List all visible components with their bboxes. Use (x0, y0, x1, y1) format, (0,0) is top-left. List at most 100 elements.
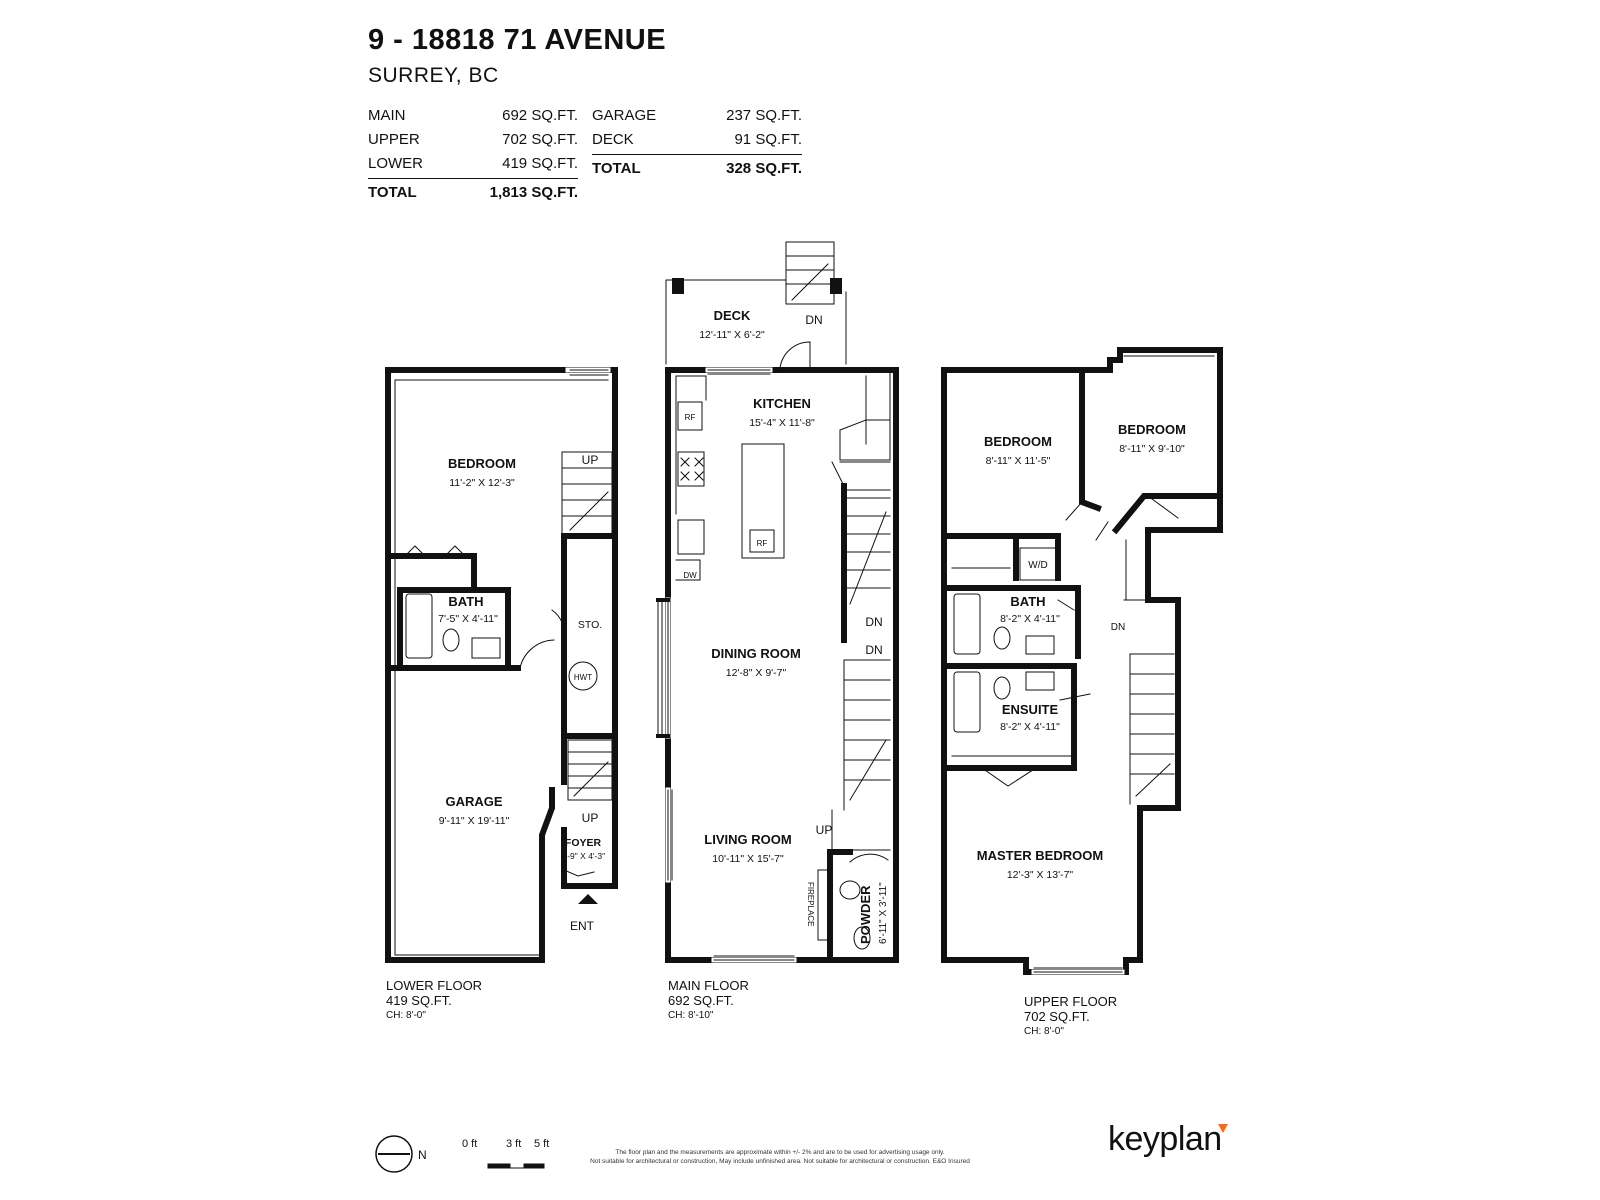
floor-area: 419 SQ.FT. (386, 993, 452, 1008)
area-label: GARAGE (592, 107, 657, 124)
floor-ceiling-height: CH: 8'-0" (1024, 1026, 1064, 1037)
stair-label: DN (865, 615, 882, 629)
area-label: LOWER (368, 155, 424, 172)
upper-hall-lines (1123, 539, 1179, 601)
powder-wall (827, 849, 853, 963)
area-row-main: MAIN 692 SQ.FT. (368, 104, 578, 128)
disclaimer: The floor plan and the measurements are … (560, 1148, 1000, 1166)
washer-dryer (1019, 547, 1057, 581)
lower-garage-wall (539, 787, 555, 963)
room-dimension: 10'-11" X 15'-7" (712, 853, 784, 865)
room-label: BEDROOM (448, 456, 516, 471)
room-label: GARAGE (445, 794, 502, 809)
area-value: 692 SQ.FT. (502, 107, 578, 124)
stair-landing (831, 809, 891, 851)
area-value: 91 SQ.FT. (734, 131, 802, 148)
area-value: 702 SQ.FT. (502, 131, 578, 148)
scale-label-0: 0 ft (462, 1138, 478, 1150)
range-burners (680, 457, 704, 481)
hwt-tank (568, 661, 598, 691)
stair-label: UP (816, 823, 833, 837)
area-value: 237 SQ.FT. (726, 107, 802, 124)
floor-name: MAIN FLOOR (668, 978, 749, 993)
keyplan-logo-mark-icon (1218, 1124, 1228, 1133)
main-window-gaps (705, 367, 797, 963)
room-dimension: 11'-2" X 12'-3" (449, 477, 515, 489)
entry-arrow-icon (578, 894, 598, 904)
room-dimension: 12'-11" X 6'-2" (699, 329, 765, 341)
area-row-total: TOTAL 1,813 SQ.FT. (368, 178, 578, 205)
deck-stair (785, 241, 835, 305)
lower-sto-walls (561, 533, 618, 741)
scale-bar (487, 1163, 545, 1169)
entry-label: ENT (570, 919, 595, 933)
closet-lines (951, 567, 1075, 787)
floor-ceiling-height: CH: 8'-10" (668, 1010, 714, 1021)
main-windows (707, 369, 795, 961)
deck-door-swing (779, 341, 811, 369)
room-dimension: 8'-11" X 11'-5" (986, 455, 1051, 467)
fixture-label: W/D (1028, 560, 1047, 571)
lower-stair-up-1 (561, 451, 613, 535)
compass (375, 1135, 413, 1173)
lower-vanity (471, 637, 501, 659)
area-label: MAIN (368, 107, 406, 124)
fixture-label: DW (683, 571, 697, 580)
lower-floor-plan (385, 367, 618, 963)
room-label: BEDROOM (984, 434, 1052, 449)
deck-post (672, 278, 684, 294)
kitchen-sink (677, 519, 705, 555)
island-fridge (749, 529, 775, 553)
upper-interior-walls (941, 533, 1081, 771)
other-area-table: GARAGE 237 SQ.FT. DECK 91 SQ.FT. TOTAL 3… (592, 104, 802, 181)
kitchen-island (741, 443, 785, 559)
room-dimension: 15'-4" X 11'-8" (749, 417, 815, 429)
area-row-upper: UPPER 702 SQ.FT. (368, 128, 578, 152)
stair-label: DN (805, 313, 822, 327)
kitchen-corner (831, 461, 891, 491)
powder-toilet (853, 926, 871, 950)
upper-toilet (993, 626, 1011, 650)
stair-label: UP (582, 811, 599, 825)
floor-area: 692 SQ.FT. (668, 993, 734, 1008)
living-area-table: MAIN 692 SQ.FT. UPPER 702 SQ.FT. LOWER 4… (368, 104, 578, 205)
deck-post (830, 278, 842, 294)
lower-window-frame (569, 369, 609, 376)
powder-sink (839, 880, 861, 900)
room-dimension: 6'-11" X 3'-11" (878, 882, 889, 944)
room-label: KITCHEN (753, 396, 811, 411)
main-exterior-wall (665, 367, 899, 963)
lower-inner-line (394, 379, 609, 956)
lower-bath-walls (385, 553, 521, 671)
upper-vanity (1025, 635, 1055, 655)
area-row-deck: DECK 91 SQ.FT. (592, 128, 802, 152)
area-row-lower: LOWER 419 SQ.FT. (368, 152, 578, 176)
powder-door-swing (849, 853, 889, 863)
stair-label: DN (865, 643, 882, 657)
lower-bathtub (405, 593, 433, 659)
main-side-windows (657, 599, 673, 881)
room-dimension: 12'-3" X 13'-7" (1007, 869, 1074, 881)
main-floor-label: MAIN FLOOR 692 SQ.FT. CH: 8'-10" (668, 978, 749, 1023)
room-label: DECK (714, 308, 751, 323)
lower-floor-label: LOWER FLOOR 419 SQ.FT. CH: 8'-0" (386, 978, 482, 1023)
fridge (677, 401, 703, 431)
room-label: BATH (448, 594, 483, 609)
stair-label: UP (582, 453, 599, 467)
main-stair-dn-1 (843, 497, 891, 617)
upper-floor-label: UPPER FLOOR 702 SQ.FT. CH: 8'-0" (1024, 994, 1117, 1039)
room-label: POWDER (858, 885, 873, 944)
main-floor-plan (656, 241, 899, 963)
area-row-total: TOTAL 328 SQ.FT. (592, 154, 802, 181)
room-label: FOYER (565, 837, 602, 849)
area-label: TOTAL (368, 184, 417, 201)
room-label: BATH (1010, 594, 1045, 609)
keyplan-logo: keyplan (1108, 1120, 1222, 1158)
room-dimension: 7'-5" X 4'-11" (438, 613, 498, 625)
room-dimension: 8'-2" X 4'-11" (1000, 613, 1060, 625)
fixture-label: RF (685, 413, 696, 422)
disclaimer-line: Not suitable for architectural or constr… (590, 1158, 970, 1165)
floor-area: 702 SQ.FT. (1024, 1009, 1090, 1024)
floor-ceiling-height: CH: 8'-0" (386, 1010, 426, 1021)
